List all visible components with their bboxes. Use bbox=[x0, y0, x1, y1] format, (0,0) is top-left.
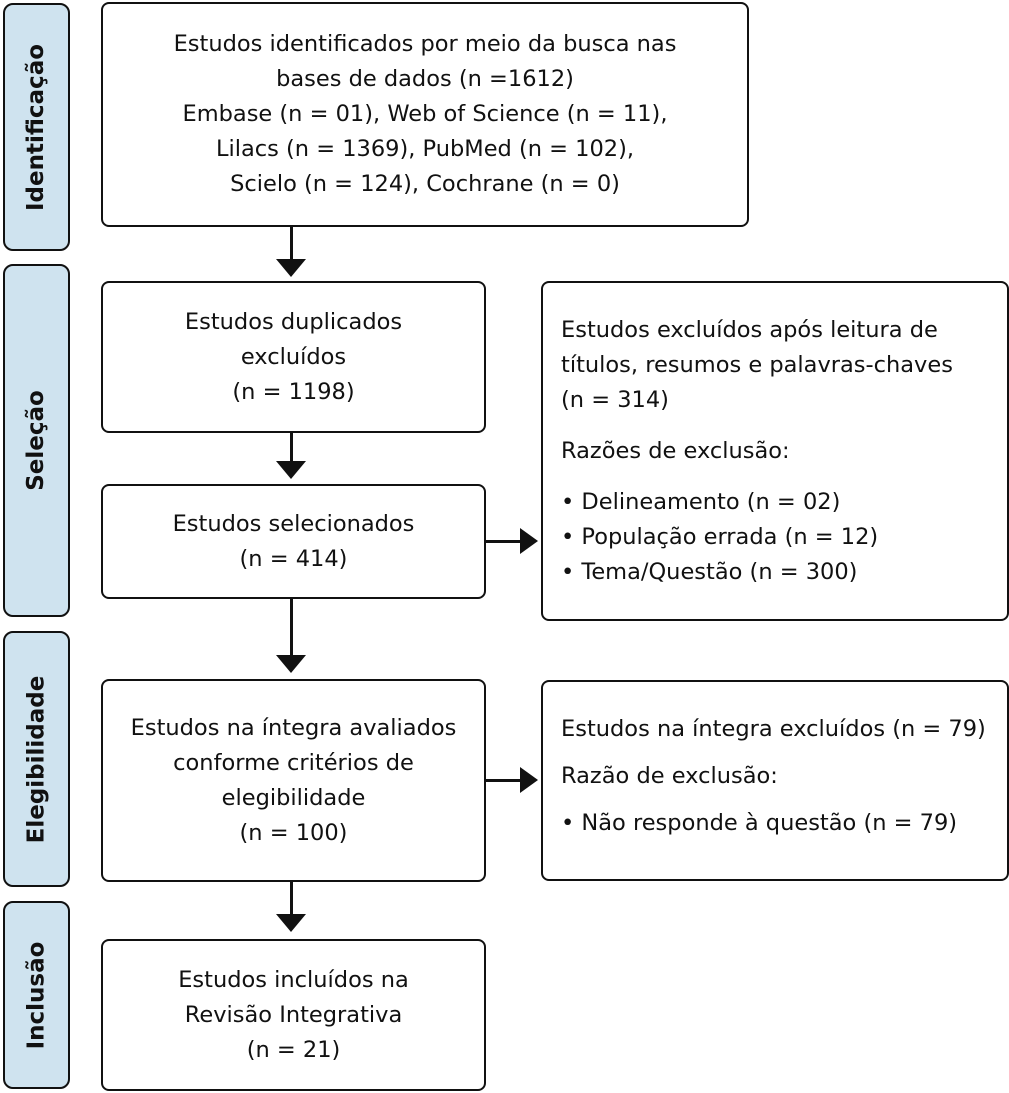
phase-identificacao-label: Identificação bbox=[23, 43, 49, 211]
arrow-down-icon bbox=[276, 461, 306, 479]
arrow-down-icon bbox=[276, 914, 306, 932]
identified-line: Estudos identificados por meio da busca … bbox=[173, 31, 677, 57]
excluded-titles-reason: • Delineamento (n = 02) bbox=[561, 489, 841, 515]
included-line: (n = 21) bbox=[246, 1036, 341, 1063]
duplicates-line: Estudos duplicados bbox=[184, 308, 403, 335]
selected-line: (n = 414) bbox=[239, 545, 348, 572]
phase-inclusao-label: Inclusão bbox=[23, 941, 49, 1049]
phase-selecao: Seleção bbox=[3, 264, 70, 617]
connector-line bbox=[290, 433, 293, 463]
arrow-down-icon bbox=[276, 259, 306, 277]
identified-line: Embase (n = 01), Web of Science (n = 11)… bbox=[182, 101, 668, 127]
included-line: Estudos incluídos na bbox=[178, 966, 409, 993]
excluded-fulltext-reason: • Não responde à questão (n = 79) bbox=[561, 810, 958, 836]
identified-line: bases de dados (n =1612) bbox=[276, 66, 574, 92]
connector-line bbox=[486, 540, 522, 543]
excluded-fulltext-line: Estudos na íntegra excluídos (n = 79) bbox=[561, 716, 986, 742]
fulltext-line: (n = 100) bbox=[239, 819, 348, 846]
connector-line bbox=[290, 882, 293, 916]
fulltext-line: elegibilidade bbox=[221, 784, 366, 811]
phase-inclusao: Inclusão bbox=[3, 901, 70, 1089]
box-excluded-fulltext: Estudos na íntegra excluídos (n = 79) Ra… bbox=[541, 680, 1009, 881]
phase-selecao-label: Seleção bbox=[23, 390, 50, 491]
arrow-right-icon bbox=[520, 767, 538, 793]
fulltext-line: conforme critérios de bbox=[173, 749, 414, 776]
duplicates-line: excluídos bbox=[240, 343, 347, 370]
excluded-titles-line: (n = 314) bbox=[561, 387, 669, 413]
excluded-titles-reason: • População errada (n = 12) bbox=[561, 524, 879, 550]
box-excluded-titles: Estudos excluídos após leitura de título… bbox=[541, 281, 1009, 621]
connector-line bbox=[290, 599, 293, 657]
arrow-down-icon bbox=[276, 655, 306, 673]
connector-line bbox=[290, 227, 293, 261]
arrow-right-icon bbox=[520, 528, 538, 554]
fulltext-line: Estudos na íntegra avaliados bbox=[130, 714, 457, 741]
phase-identificacao: Identificação bbox=[3, 3, 70, 251]
excluded-fulltext-reason-title: Razão de exclusão: bbox=[561, 763, 778, 789]
phase-elegibilidade-label: Elegibilidade bbox=[23, 675, 49, 843]
box-fulltext: Estudos na íntegra avaliados conforme cr… bbox=[101, 679, 486, 882]
excluded-titles-line: Estudos excluídos após leitura de bbox=[561, 317, 938, 343]
phase-elegibilidade: Elegibilidade bbox=[3, 631, 70, 887]
box-included: Estudos incluídos na Revisão Integrativa… bbox=[101, 939, 486, 1091]
connector-line bbox=[486, 779, 522, 782]
box-duplicates: Estudos duplicados excluídos (n = 1198) bbox=[101, 281, 486, 433]
box-identified: Estudos identificados por meio da busca … bbox=[101, 2, 749, 227]
identified-line: Scielo (n = 124), Cochrane (n = 0) bbox=[230, 171, 620, 197]
excluded-titles-reasons-title: Razões de exclusão: bbox=[561, 438, 790, 464]
excluded-titles-reason: • Tema/Questão (n = 300) bbox=[561, 559, 858, 585]
identified-line: Lilacs (n = 1369), PubMed (n = 102), bbox=[215, 136, 635, 162]
duplicates-line: (n = 1198) bbox=[232, 378, 355, 405]
selected-line: Estudos selecionados bbox=[172, 510, 415, 537]
box-selected: Estudos selecionados (n = 414) bbox=[101, 484, 486, 599]
excluded-titles-line: títulos, resumos e palavras-chaves bbox=[561, 352, 953, 378]
included-line: Revisão Integrativa bbox=[184, 1001, 403, 1028]
